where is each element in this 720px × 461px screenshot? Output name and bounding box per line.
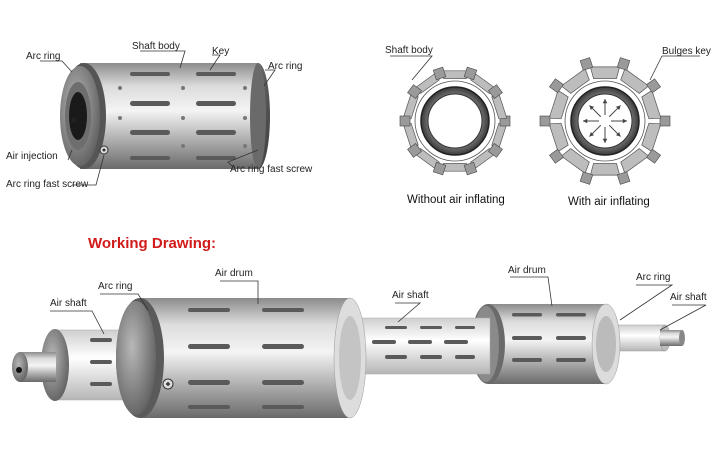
air-arrow-head (602, 99, 608, 104)
bulge-key (646, 148, 661, 164)
label-shaft-body: Shaft body (132, 41, 180, 52)
caption-without-air-inflating: Without air inflating (407, 194, 505, 206)
label-air-shaft-right: Air shaft (670, 292, 707, 303)
cross-section-leader-lines (390, 55, 700, 81)
bulge-key (463, 66, 478, 81)
bulge-key (549, 148, 564, 164)
label-air-shaft-middle: Air shaft (392, 290, 429, 301)
arc-segment (620, 68, 650, 94)
air-arrow-head (615, 131, 621, 137)
cross-section-without-air (399, 66, 511, 176)
arc-segment (589, 66, 621, 79)
arc-segment (548, 89, 569, 120)
label-key: Key (212, 46, 230, 57)
working-drawing-leader-lines (50, 276, 707, 335)
arc-segment (560, 68, 590, 94)
top-shaft-illustration (60, 63, 270, 169)
caption-with-air-inflating: With air inflating (568, 196, 650, 208)
bulge-key (488, 142, 503, 158)
bulge-key (407, 142, 422, 158)
label-air-drum-right: Air drum (508, 265, 546, 276)
bulge-key (488, 84, 503, 100)
working-drawing-title: Working Drawing: (88, 235, 217, 252)
air-arrow-head (615, 105, 621, 111)
label-arc-ring-fast-screw-right: Arc ring fast screw (230, 164, 313, 175)
arc-segment (620, 148, 650, 174)
label-air-drum-left: Air drum (215, 268, 253, 279)
working-drawing-illustration (12, 297, 685, 419)
bulge-key (616, 57, 631, 71)
bulge-key (399, 115, 411, 127)
label-air-injection: Air injection (6, 151, 58, 162)
label-arc-ring: Arc ring (26, 51, 61, 62)
label-arc-ring-working-left: Arc ring (98, 281, 133, 292)
label-arc-ring-fast-screw-left: Arc ring fast screw (6, 179, 89, 190)
label-bulges-key: Bulges key (662, 46, 711, 57)
bulge-key (549, 78, 564, 94)
shaft-core (427, 93, 483, 149)
bulge-key (539, 115, 551, 127)
bulge-key (463, 161, 478, 176)
top-shaft-leader-lines (40, 50, 276, 186)
arc-segment (641, 89, 662, 120)
bulge-key (407, 84, 422, 100)
label-arc-ring-right: Arc ring (268, 61, 303, 72)
bulge-key (432, 66, 447, 81)
bulge-key (579, 57, 594, 71)
bulge-key (432, 161, 447, 176)
air-arrow-head (589, 131, 595, 137)
bulge-key (659, 115, 671, 127)
label-arc-ring-working-right: Arc ring (636, 272, 671, 283)
air-arrow-head (589, 105, 595, 111)
bulge-key (616, 171, 631, 185)
air-arrow-head (602, 138, 608, 143)
bulge-key (646, 78, 661, 94)
label-cross-section-shaft-body: Shaft body (385, 45, 433, 56)
cross-section-with-air (539, 57, 671, 185)
bulge-key (579, 171, 594, 185)
air-arrow-head (583, 118, 588, 124)
arc-segment (560, 148, 590, 174)
arc-segment (589, 163, 621, 176)
label-air-shaft-left: Air shaft (50, 298, 87, 309)
arc-segment (641, 122, 662, 153)
arc-segment (548, 122, 569, 153)
air-arrow-head (622, 118, 627, 124)
